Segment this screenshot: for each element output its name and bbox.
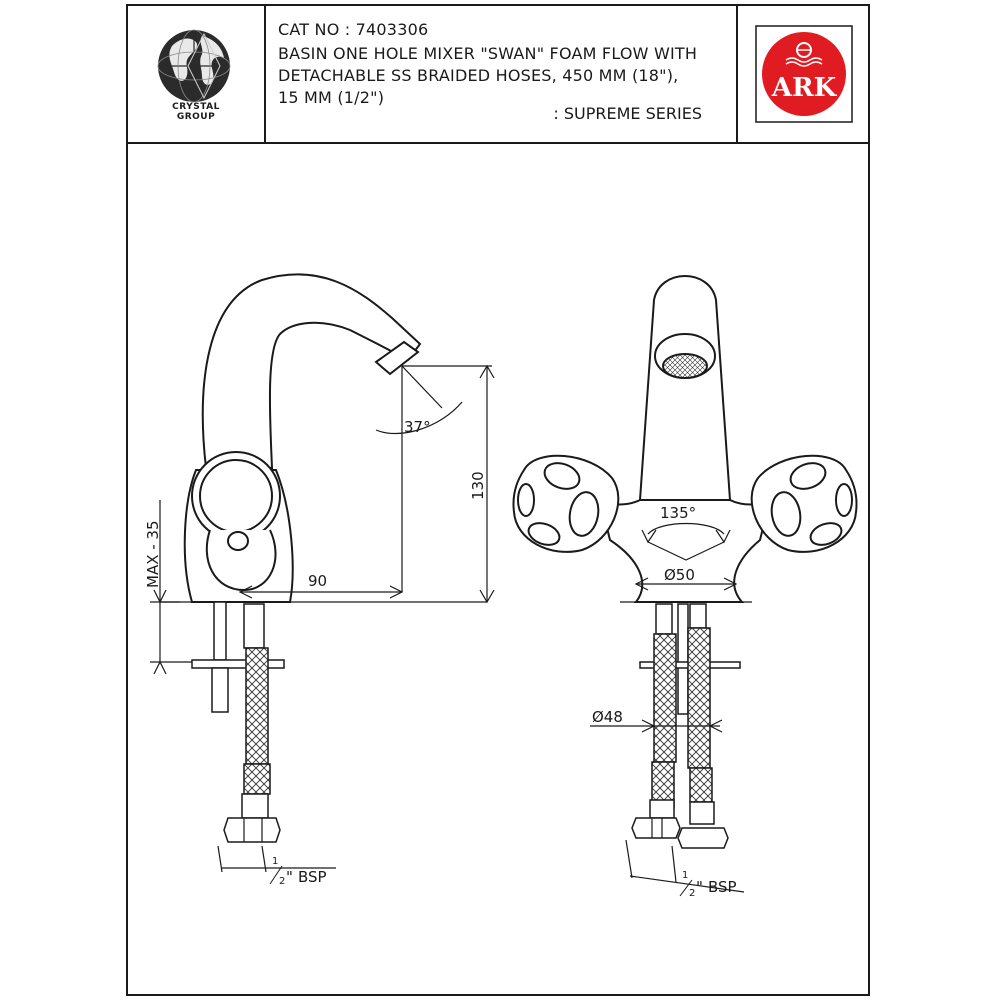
thread-fraction-num-right: 1 — [682, 870, 688, 881]
product-title-line-3: 15 MM (1/2") — [278, 88, 385, 107]
title-cell: CAT NO : 7403306 BASIN ONE HOLE MIXER "S… — [266, 6, 736, 142]
front-body — [598, 497, 772, 603]
thread-fraction-den-right: 2 — [689, 888, 695, 899]
product-title-line-1: BASIN ONE HOLE MIXER "SWAN" FOAM FLOW WI… — [278, 44, 698, 63]
front-dimensions — [590, 522, 745, 893]
spout-angle-label: 37° — [404, 418, 431, 436]
series-label: : SUPREME SERIES — [553, 104, 702, 123]
ark-logo-icon: ARK — [755, 25, 853, 123]
thread-bsp-left: BSP — [298, 868, 327, 886]
catalog-number-line: CAT NO : 7403306 — [278, 20, 428, 39]
side-view — [160, 273, 487, 843]
brand-name: ARK — [771, 73, 838, 103]
globe-icon — [157, 29, 231, 103]
thread-fraction-num-left: 1 — [272, 856, 278, 867]
thread-bsp-right: BSP — [708, 878, 737, 896]
front-handle-right — [750, 454, 858, 553]
logo-caption-line2: GROUP — [176, 112, 216, 122]
base-diameter-label: Ø50 — [664, 566, 695, 584]
title-block: CRYSTAL GROUP CAT NO : 7403306 BASIN ONE… — [128, 6, 868, 144]
company-logo-cell: CRYSTAL GROUP — [128, 6, 266, 142]
handle-angle-label: 135° — [660, 504, 696, 522]
logo-caption-line1: CRYSTAL — [172, 102, 220, 112]
front-handle-left — [512, 454, 620, 553]
side-dimensions — [150, 364, 495, 873]
thread-label-right: 1 2 " BSP — [679, 870, 737, 899]
product-title-line-2: DETACHABLE SS BRAIDED HOSES, 450 MM (18"… — [278, 66, 679, 85]
max-deck-label: MAX - 35 — [144, 520, 162, 588]
thread-fraction-den-left: 2 — [279, 876, 285, 887]
height-label: 130 — [469, 471, 487, 500]
thread-inch-right: " — [696, 878, 703, 896]
reach-label: 90 — [308, 572, 327, 590]
thread-inch-left: " — [286, 868, 293, 886]
front-spout — [638, 275, 732, 501]
catalog-label: CAT NO : — [278, 20, 351, 39]
drawing-sheet: CRYSTAL GROUP CAT NO : 7403306 BASIN ONE… — [126, 4, 870, 996]
brand-cell: ARK — [736, 6, 870, 142]
hose-diameter-label: Ø48 — [592, 708, 623, 726]
thread-label-left: 1 2 " BSP — [269, 856, 327, 887]
front-view — [512, 275, 858, 849]
catalog-number: 7403306 — [355, 20, 429, 39]
